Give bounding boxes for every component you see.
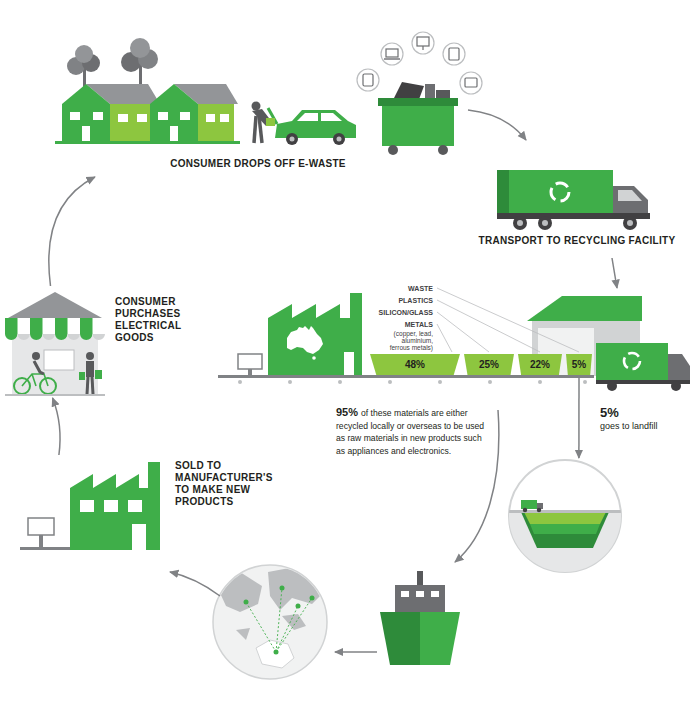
- material-label: WASTE: [363, 284, 433, 293]
- stage-label: TRANSPORT TO RECYCLING FACILITY: [462, 235, 692, 247]
- text-slot: 48%: [370, 354, 460, 375]
- text-slot: (copper, lead, aluminium, ferrous metals…: [381, 330, 433, 351]
- bin-body: [370, 354, 460, 375]
- material-bin: 25%: [464, 354, 514, 375]
- recycling-truck: [497, 170, 650, 230]
- globe: [213, 565, 327, 679]
- text-slot: goes to landfill: [600, 421, 662, 431]
- note-paragraph: 95%of these materials are either recycle…: [336, 406, 486, 457]
- text-slot: TRANSPORT TO RECYCLING FACILITY: [462, 235, 692, 247]
- pit-part: [530, 524, 600, 534]
- bin-body: [518, 354, 562, 375]
- flow-arrow: [53, 398, 60, 455]
- landfill-note: goes to landfill: [600, 421, 662, 431]
- leader-lines: [437, 288, 579, 352]
- flow-arrow: [170, 572, 220, 596]
- note-text: of these materials are either recycled l…: [336, 408, 484, 456]
- percent-value: 25%: [479, 359, 499, 371]
- stage-label: SOLD TO MANUFACTURER'S TO MAKE NEW PRODU…: [175, 460, 285, 508]
- percent-value: 48%: [405, 359, 425, 371]
- material-note: (copper, lead, aluminium, ferrous metals…: [381, 330, 433, 351]
- pit-part: [507, 512, 623, 574]
- material-bin: 48%: [370, 354, 460, 375]
- flow-arrow: [468, 110, 526, 140]
- material-bin: 22%: [518, 354, 562, 375]
- text-slot: METALS: [363, 320, 433, 329]
- bin-body: [464, 354, 514, 375]
- pit-part: [524, 512, 606, 524]
- text-slot: 5%: [566, 354, 592, 375]
- flow-arrow: [49, 177, 95, 286]
- text-slot: 22%: [518, 354, 562, 375]
- stage-group: SOLD TO MANUFACTURER'S TO MAKE NEW PRODU…: [20, 455, 288, 555]
- bin-body: [566, 354, 592, 375]
- pit-part: [523, 508, 527, 512]
- landfill-shape: [507, 458, 623, 574]
- text-slot: 5%: [600, 405, 662, 420]
- flow-arrow: [335, 651, 377, 653]
- pit-part: [521, 500, 537, 509]
- percent-highlight: 95%: [336, 406, 358, 418]
- flow-arrow: [578, 375, 580, 458]
- material-label: SILICON/GLASS: [363, 308, 433, 317]
- text-slot: PLASTICS: [363, 296, 433, 305]
- pit-part: [537, 508, 541, 512]
- material-label: PLASTICS: [363, 296, 433, 305]
- text-slot: CONSUMER PURCHASES ELECTRICAL GOODS: [115, 296, 210, 344]
- landfill-pit: [507, 500, 623, 574]
- flow-arrow: [455, 410, 499, 562]
- text-slot: 95%of these materials are either recycle…: [336, 406, 486, 457]
- stage-group: CONSUMER PURCHASES ELECTRICAL GOODS: [5, 286, 212, 398]
- percent-value: 5%: [600, 405, 662, 420]
- stage-label: CONSUMER PURCHASES ELECTRICAL GOODS: [115, 296, 210, 344]
- percent-value: 22%: [530, 359, 550, 371]
- car: [252, 102, 357, 146]
- stage-label: CONSUMER DROPS OFF E-WASTE: [158, 158, 358, 170]
- electrical-shop: [5, 292, 105, 396]
- manufacturer-factory: [20, 462, 160, 550]
- text-slot: 25%: [464, 354, 514, 375]
- stage-group: CONSUMER DROPS OFF E-WASTE: [58, 42, 363, 177]
- text-slot: WASTE: [363, 284, 433, 293]
- houses: [55, 84, 240, 144]
- pit-part: [521, 512, 609, 548]
- text-slot: SILICON/GLASS: [363, 308, 433, 317]
- sorting-conveyor: [218, 293, 594, 384]
- material-bin: 5%: [566, 354, 592, 375]
- material-label: METALS: [363, 320, 433, 329]
- cargo-ship: [380, 571, 460, 665]
- landfill-circle: 5%goes to landfill: [507, 458, 623, 574]
- text-slot: SOLD TO MANUFACTURER'S TO MAKE NEW PRODU…: [175, 460, 285, 508]
- e-waste-bin: [357, 32, 482, 155]
- text-slot: CONSUMER DROPS OFF E-WASTE: [158, 158, 358, 170]
- percent-value: 5%: [572, 359, 586, 371]
- flow-arrow: [612, 258, 617, 288]
- stage-group: TRANSPORT TO RECYCLING FACILITY: [462, 160, 694, 255]
